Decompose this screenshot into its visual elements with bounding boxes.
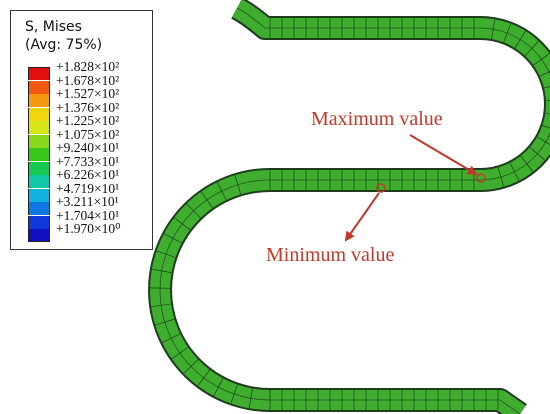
mesh-line [529, 147, 546, 161]
mesh-line [217, 181, 227, 201]
maximum-value-label: Maximum value [311, 108, 443, 130]
legend: S, Mises (Avg: 75%) +1.828×10²+1.678×10²… [10, 10, 153, 250]
mesh-line [520, 155, 534, 172]
mesh-line [234, 175, 242, 195]
legend-swatch [28, 161, 50, 175]
legend-swatch [28, 175, 50, 188]
mesh-line [183, 359, 199, 374]
mesh-line [156, 250, 176, 258]
mesh-line [545, 99, 550, 101]
legend-tick-label: +3.211×10¹ [56, 194, 119, 209]
mesh-line [163, 233, 182, 244]
mesh-line [197, 369, 211, 387]
legend-swatch [28, 188, 50, 202]
legend-swatch [28, 202, 50, 215]
mesh-line [213, 378, 224, 397]
mesh-line [503, 23, 512, 43]
legend-swatch [28, 121, 50, 134]
legend-title: S, Mises [25, 19, 82, 35]
mesh-line [509, 162, 520, 181]
mesh-line [173, 217, 191, 231]
mesh-line [491, 19, 496, 40]
legend-tick-label: +1.970×10⁰ [56, 221, 121, 236]
mesh-line [514, 30, 526, 49]
mesh-lines [150, 18, 550, 410]
maximum-value-arrow [409, 134, 478, 176]
minimum-value-marker [376, 183, 386, 193]
legend-swatch [28, 80, 50, 94]
mesh-line [539, 70, 550, 77]
mesh-line [248, 388, 253, 409]
mesh-line [524, 40, 539, 56]
mesh-line [536, 136, 550, 145]
mesh-line [186, 203, 201, 219]
legend-tick-label: +1.225×10² [56, 113, 120, 128]
legend-tick-label: +1.704×10¹ [56, 207, 120, 223]
mesh-line [151, 268, 172, 273]
mesh-line [545, 112, 550, 115]
legend-tick-label: +1.678×10² [56, 72, 120, 88]
maximum-value-marker [476, 173, 486, 183]
mesh-line [200, 191, 213, 209]
minimum-value-label: Minimum value [266, 244, 395, 266]
legend-swatch [28, 67, 50, 80]
serpentine-strip [148, 0, 550, 414]
mesh-line [543, 86, 550, 89]
legend-swatch [28, 148, 50, 161]
mesh-line [542, 125, 550, 129]
legend-swatch [28, 229, 50, 242]
mesh-line [497, 167, 505, 187]
legend-tick-label: +9.240×10¹ [56, 140, 120, 155]
legend-swatch [28, 94, 50, 107]
legend-tick-label: +1.527×10² [56, 86, 120, 101]
legend-swatch [28, 215, 50, 229]
legend-tick-label: +7.733×10¹ [56, 153, 120, 169]
mesh-line [533, 53, 550, 66]
legend-tick-label: +1.828×10² [56, 59, 120, 74]
mesh-line [155, 318, 175, 326]
mesh-line [161, 333, 181, 343]
mesh-line [171, 347, 189, 360]
legend-swatch [28, 134, 50, 148]
minimum-value-arrow [344, 192, 380, 242]
legend-swatch [28, 107, 50, 121]
mesh-line [230, 384, 238, 404]
legend-tick-label: +1.376×10² [56, 99, 120, 115]
legend-tick-label: +4.719×10¹ [56, 180, 120, 196]
mesh-line [151, 303, 172, 308]
legend-subtitle: (Avg: 75%) [25, 37, 103, 53]
legend-tick-label: +1.075×10² [56, 126, 120, 142]
legend-tick-label: +6.226×10¹ [56, 167, 120, 182]
